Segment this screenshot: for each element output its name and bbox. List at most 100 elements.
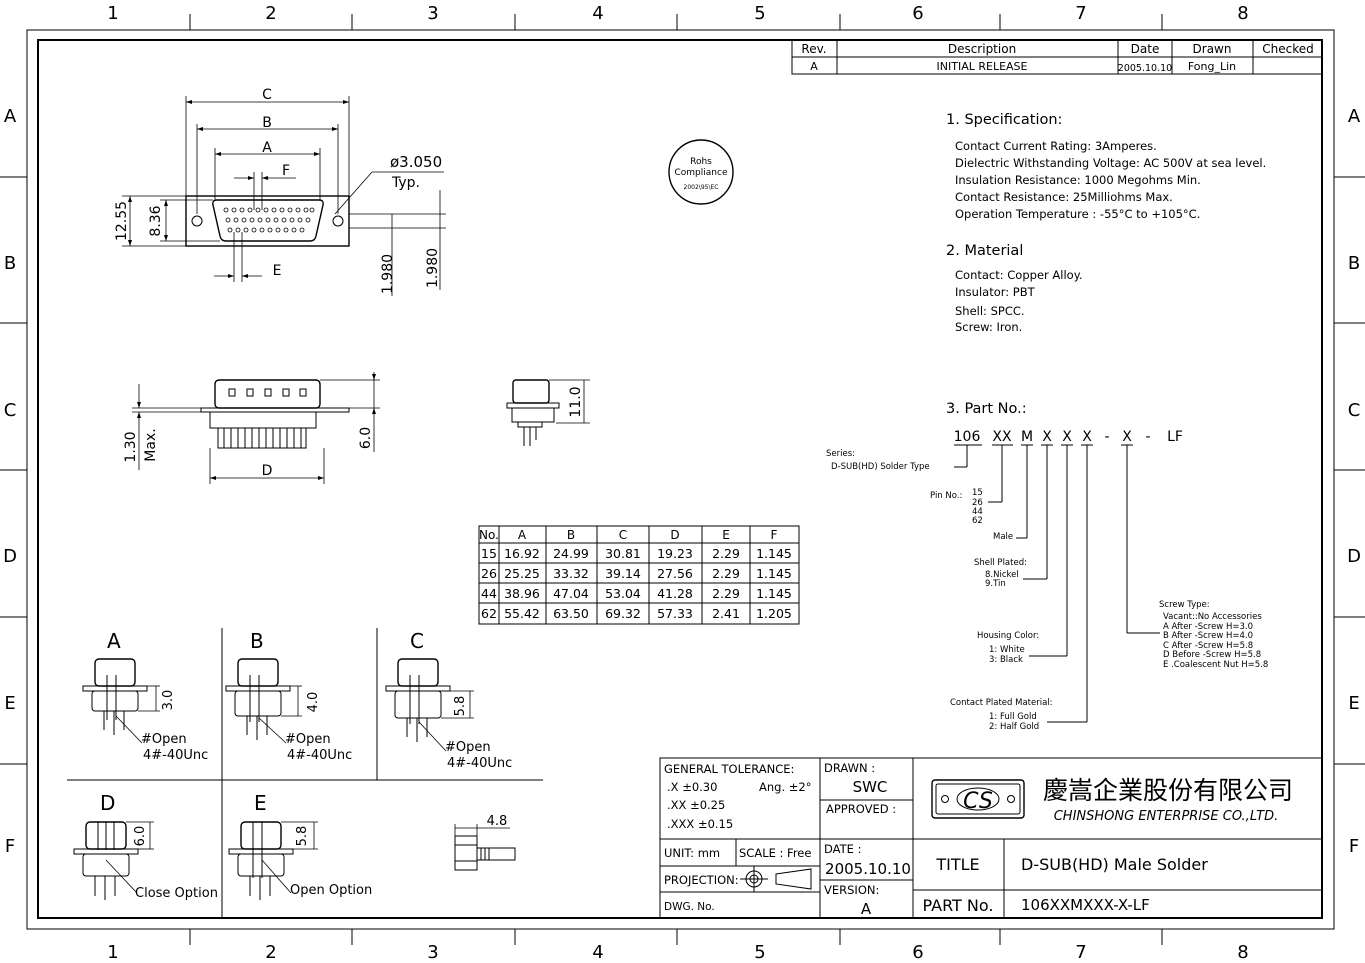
male-label: Male: [993, 532, 1013, 542]
option-e-dim: 5.8: [295, 826, 310, 847]
option-c: C 5.8 #Open 4#-40Unc: [385, 629, 512, 771]
contact-title: Contact Plated Material:: [950, 698, 1053, 708]
dim-row15-f: 1.145: [756, 546, 792, 561]
zone-row-a-left: A: [4, 106, 17, 127]
screw-title: Screw Type:: [1159, 600, 1210, 610]
zone-labels: 1 2 3 4 5 6 7 8 1 2 3 4 5 6 7 8 A B C D …: [3, 3, 1361, 963]
pin-44: 44: [972, 507, 983, 517]
pin-label: Pin No.:: [930, 491, 962, 501]
rohs-line1: Rohs: [690, 157, 712, 167]
logo-text: CS: [963, 789, 993, 814]
spec-line-2: Dielectric Withstanding Voltage: AC 500V…: [955, 156, 1266, 170]
shell-nickel: 8.Nickel: [985, 570, 1019, 580]
hole-diameter: ø3.050: [390, 153, 442, 171]
pin-26: 26: [972, 498, 983, 508]
rev-header-checked: Checked: [1262, 42, 1314, 56]
specification: 1. Specification: Contact Current Rating…: [946, 112, 1266, 221]
option-a-dim: 3.0: [161, 690, 176, 711]
dim-header-b: B: [567, 528, 575, 542]
option-b-note2: 4#-40Unc: [287, 748, 352, 763]
housing-white: 1: White: [989, 645, 1025, 655]
dim-row26-b: 33.32: [553, 566, 589, 581]
dim-row15-no: 15: [481, 546, 497, 561]
top-dim-a: A: [262, 140, 272, 156]
code-x4: X: [1122, 429, 1132, 445]
top-view: C B A F E 12.55 8.36 1.980 1.980 ø3.050 …: [114, 87, 446, 296]
company-name-cn: 慶嵩企業股份有限公司: [1043, 776, 1293, 805]
screw-b: B After -Screw H=4.0: [1163, 631, 1253, 641]
dim-row15-a: 16.92: [504, 546, 540, 561]
code-xx: XX: [992, 429, 1012, 445]
dim-header-e: E: [722, 528, 730, 542]
spec-line-1: Contact Current Rating: 3Amperes.: [955, 139, 1157, 153]
zone-col-5-top: 5: [754, 3, 765, 24]
option-b: B 4.0 #Open 4#-40Unc: [225, 629, 352, 763]
zone-row-d-right: D: [1347, 546, 1361, 567]
dim-row15-e: 2.29: [712, 546, 740, 561]
zone-row-a-right: A: [1348, 106, 1361, 127]
zone-col-3-bottom: 3: [427, 942, 438, 963]
housing-black: 3: Black: [989, 655, 1023, 665]
dim-row26-no: 26: [481, 566, 497, 581]
zone-row-c-right: C: [1348, 400, 1361, 421]
option-b-dim: 4.0: [306, 692, 321, 713]
zone-col-6-top: 6: [912, 3, 923, 24]
approved-label: APPROVED :: [826, 802, 896, 816]
side-view: 1.30 Max. 6.0 D: [123, 372, 380, 484]
material: 2. Material Contact: Copper Alloy. Insul…: [946, 243, 1083, 334]
hole-typ: Typ.: [391, 175, 420, 191]
top-dim-836: 8.36: [148, 205, 164, 236]
pin-15: 15: [972, 488, 983, 498]
side-dim-d: D: [262, 463, 273, 479]
housing-title: Housing Color:: [977, 631, 1039, 641]
dim-row44-b: 47.04: [553, 586, 589, 601]
material-line-2: Insulator: PBT: [955, 285, 1036, 299]
end-dim-110: 11.0: [568, 386, 584, 417]
dim-row62-e: 2.41: [712, 606, 740, 621]
tol-xxx: .XXX ±0.15: [667, 817, 733, 831]
code-x2: X: [1062, 429, 1072, 445]
zone-col-6-bottom: 6: [912, 942, 923, 963]
screw-a: A After -Screw H=3.0: [1163, 622, 1253, 632]
option-d: D 6.0 Close Option: [73, 791, 218, 901]
screw-c: C After -Screw H=5.8: [1163, 641, 1253, 651]
dim-header-a: A: [518, 528, 527, 542]
date-label: DATE :: [824, 842, 861, 856]
zone-col-4-top: 4: [592, 3, 603, 24]
material-line-3: Shell: SPCC.: [955, 304, 1025, 318]
zone-row-c-left: C: [4, 400, 17, 421]
end-view: 11.0: [506, 379, 590, 446]
revision-table: Rev. Description Date Drawn Checked A IN…: [791, 39, 1323, 75]
rev-header-description: Description: [948, 42, 1016, 56]
option-b-label: B: [250, 629, 264, 653]
top-dim-e: E: [273, 263, 282, 279]
zone-row-b-left: B: [4, 253, 16, 274]
top-dim-1980-right: 1.980: [425, 248, 441, 288]
material-title: 2. Material: [946, 243, 1023, 259]
zone-col-4-bottom: 4: [592, 942, 603, 963]
spec-line-5: Operation Temperature : -55°C to +105°C.: [955, 207, 1200, 221]
dim-header-no: No.: [479, 528, 499, 542]
option-grid: [67, 628, 543, 918]
dim-row26-a: 25.25: [504, 566, 540, 581]
screw-vacant: Vacant::No Accessories: [1163, 612, 1262, 622]
shell-title: Shell Plated:: [974, 558, 1027, 568]
zone-row-f-left: F: [5, 836, 15, 857]
spec-line-3: Insulation Resistance: 1000 Megohms Min.: [955, 173, 1201, 187]
rohs-line2: Compliance: [675, 168, 728, 178]
option-c-note2: 4#-40Unc: [447, 756, 512, 771]
projection-label: PROJECTION:: [664, 873, 739, 887]
rev-header-date: Date: [1131, 42, 1160, 56]
zone-col-5-bottom: 5: [754, 942, 765, 963]
dim-row62-d: 57.33: [657, 606, 693, 621]
dim-row15-b: 24.99: [553, 546, 589, 561]
code-dash1: -: [1104, 429, 1109, 445]
version-value: A: [861, 900, 872, 918]
spec-line-4: Contact Resistance: 25Milliohms Max.: [955, 190, 1173, 204]
title-label: TITLE: [935, 855, 979, 874]
rohs-line3: 2002\95\EC: [684, 184, 719, 191]
dim-row44-d: 41.28: [657, 586, 693, 601]
projection-symbol-icon: [740, 866, 812, 892]
zone-ticks: [0, 14, 1365, 945]
zone-col-8-top: 8: [1237, 3, 1248, 24]
